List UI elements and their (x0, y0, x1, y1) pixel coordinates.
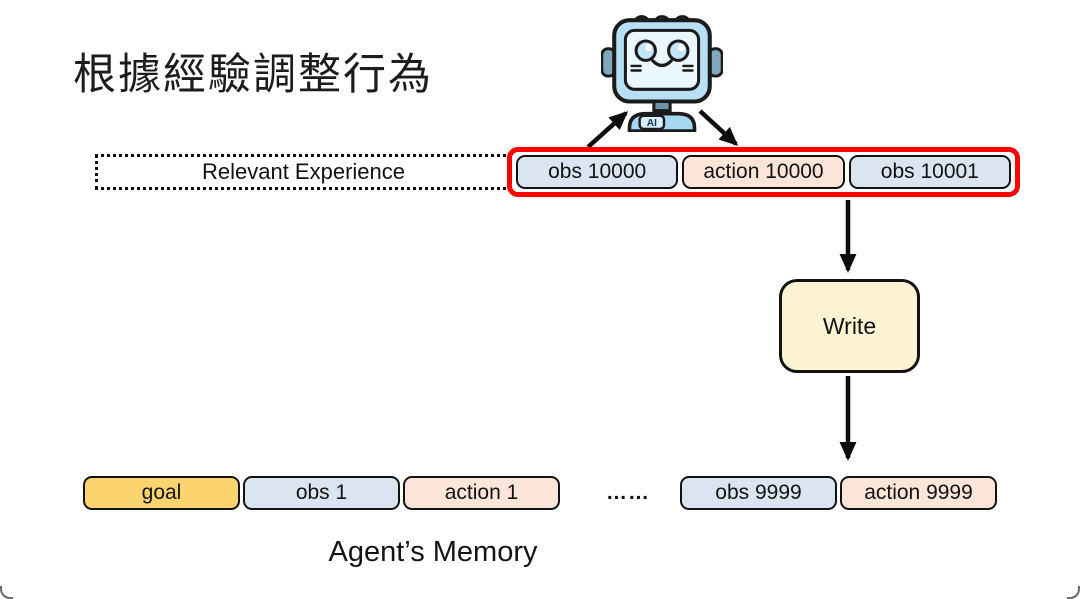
pill-action-10000: action 10000 (682, 155, 845, 189)
robot-ai-badge-label: AI (647, 118, 657, 129)
experience-highlight-box: obs 10000 action 10000 obs 10001 (507, 147, 1020, 197)
write-box: Write (779, 279, 920, 373)
memory-row-start: goal obs 1 action 1 (83, 476, 560, 510)
pill-action-1: action 1 (403, 476, 560, 510)
pill-obs-1: obs 1 (243, 476, 400, 510)
pill-obs-9999: obs 9999 (680, 476, 837, 510)
robot-neck-icon (652, 99, 672, 113)
pill-obs-10000: obs 10000 (516, 155, 679, 189)
agents-memory-label: Agent’s Memory (328, 536, 538, 568)
robot-face-icon (623, 28, 701, 91)
robot-eye-icon (634, 39, 657, 62)
memory-row-end: obs 9999 action 9999 (680, 476, 997, 510)
robot-pupil-icon (645, 43, 653, 52)
slide-title: 根據經驗調整行為 (73, 51, 433, 99)
pill-obs-10001: obs 10001 (848, 155, 1011, 189)
robot-ai-badge-icon (638, 114, 666, 131)
robot-cheek-icon (630, 64, 694, 72)
pill-action-9999: action 9999 (840, 476, 997, 510)
relevant-experience-label: Relevant Experience (201, 159, 405, 184)
relevant-experience-box: Relevant Experience (95, 154, 512, 190)
memory-ellipsis: …… (606, 481, 650, 504)
robot-smile-icon (651, 59, 673, 68)
ai-robot-icon: AI (601, 15, 723, 132)
pill-goal: goal (83, 476, 240, 510)
robot-pupil-icon (677, 43, 686, 52)
robot-eye-icon (667, 39, 690, 62)
screenshot-corner (0, 586, 13, 599)
screenshot-corner (1067, 586, 1080, 599)
